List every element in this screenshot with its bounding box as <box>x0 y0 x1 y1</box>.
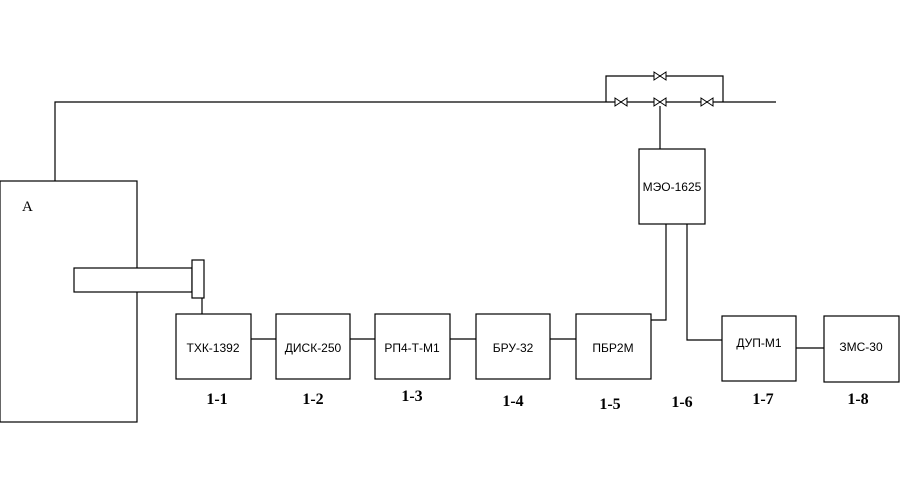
device-box-1-1 <box>175 313 252 380</box>
vessel-label: A <box>22 199 33 215</box>
device-name-1-7: ДУП-М1 <box>736 336 782 350</box>
device-name-1-3: РП4-Т-М1 <box>384 341 440 355</box>
vessel-a <box>0 180 138 423</box>
position-label-1-3: 1-3 <box>401 388 422 405</box>
link-1-5-to-1-6 <box>651 224 667 321</box>
link-1-6-to-1-7 <box>686 224 722 341</box>
device-name-1-6: МЭО-1625 <box>643 180 702 194</box>
device-box-1-5 <box>575 313 652 380</box>
position-label-1-6: 1-6 <box>671 394 692 411</box>
position-label-1-4: 1-4 <box>502 393 523 410</box>
position-label-1-7: 1-7 <box>752 391 773 408</box>
thermocouple-sheath <box>73 267 193 293</box>
device-box-1-7 <box>721 315 797 382</box>
device-name-1-4: БРУ-32 <box>493 341 534 355</box>
device-box-1-3 <box>374 313 451 380</box>
device-box-1-8 <box>823 315 900 383</box>
position-label-1-2: 1-2 <box>302 391 323 408</box>
device-name-1-1: ТХК-1392 <box>186 341 239 355</box>
pipeline <box>54 101 776 181</box>
bypass-valve-icon <box>653 71 667 81</box>
device-name-1-5: ПБР2М <box>592 341 633 355</box>
regulating-valve-icon <box>653 97 667 107</box>
position-label-1-1: 1-1 <box>206 391 227 408</box>
position-label-1-8: 1-8 <box>847 391 868 408</box>
device-box-1-4 <box>475 313 551 380</box>
thermocouple-head <box>191 259 205 299</box>
device-box-1-2 <box>275 313 351 380</box>
device-name-1-2: ДИСК-250 <box>285 341 342 355</box>
shutoff-valve-left-icon <box>614 97 628 107</box>
shutoff-valve-right-icon <box>700 97 714 107</box>
device-name-1-8: ЗМС-30 <box>839 340 883 354</box>
bypass-line <box>605 75 724 102</box>
device-box-1-6 <box>638 148 706 225</box>
position-label-1-5: 1-5 <box>599 396 620 413</box>
